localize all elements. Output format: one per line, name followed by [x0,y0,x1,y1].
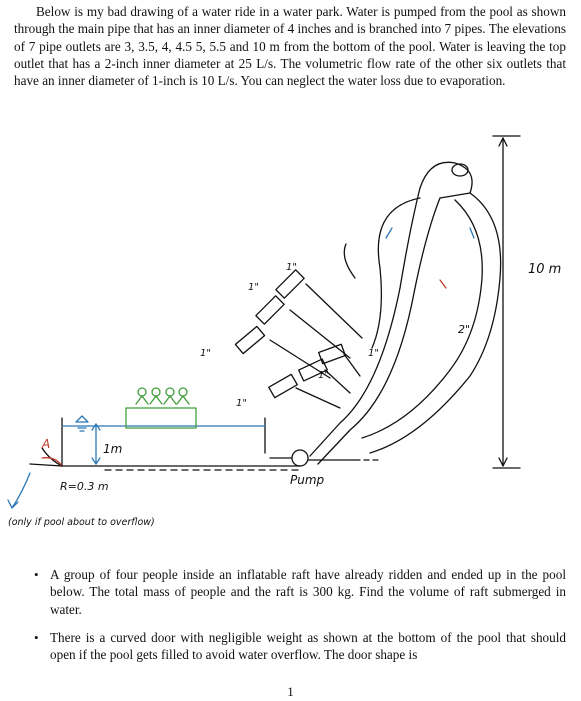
pipe-label-6: 1" [368,348,379,359]
pipe-label-5: 1" [318,370,329,381]
pipe-label-top: 2" [458,323,470,336]
pipe-label-2: 1" [236,398,247,409]
pool [29,415,301,471]
pump [269,449,381,467]
overflow-arrow [11,472,31,509]
height-dimension [492,135,521,469]
water-ride-figure: 1m A R=0.3 m (only if pool about to over… [7,135,561,528]
question-text: A group of four people inside an inflata… [50,567,566,617]
point-a-label: A [41,437,50,451]
question-item: • A group of four people inside an inflat… [14,566,566,618]
radius-label: R=0.3 m [60,480,109,493]
pipe-label-1: 1" [200,348,211,359]
pump-label: Pump [290,473,325,487]
question-list: • A group of four people inside an inflat… [14,566,566,674]
question-text: There is a curved door with negligible w… [50,629,566,663]
bullet-icon: • [34,567,39,582]
question-item: • There is a curved door with negligible … [14,629,566,664]
problem-statement: Below is my bad drawing of a water ride … [14,4,566,89]
pipe-label-4: 1" [286,262,297,273]
depth-label: 1m [103,442,122,456]
bullet-icon: • [34,629,39,645]
branch-pipes [234,243,363,409]
page-number: 1 [287,684,294,699]
raft-with-people [125,387,197,429]
height-label: 10 m [528,262,561,277]
main-pipe [309,161,473,465]
pipe-label-3: 1" [248,282,259,293]
overflow-note: (only if pool about to overflow) [8,517,155,528]
slide [361,192,502,454]
